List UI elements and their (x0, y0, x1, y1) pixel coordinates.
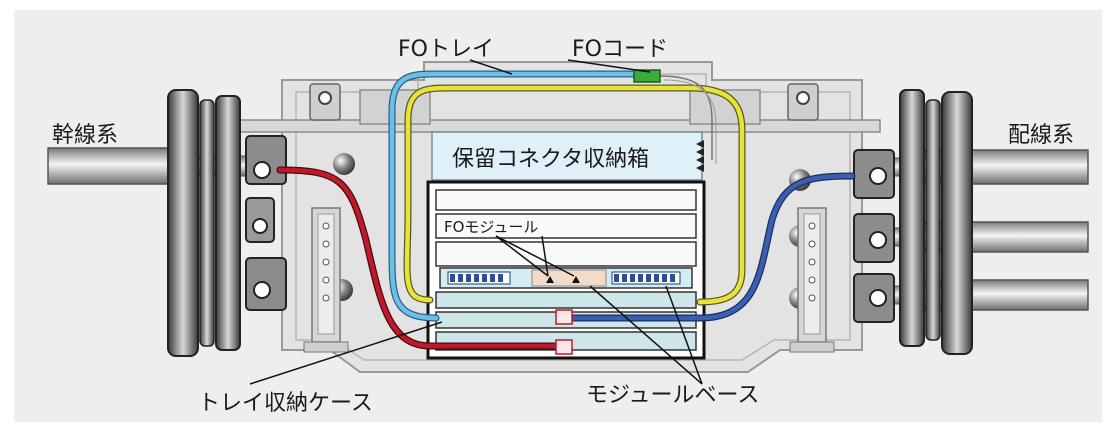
distribution-cable-blue-fill (567, 173, 855, 321)
trunk-label: 幹線系 (52, 123, 118, 148)
reserved-connector-arrows (696, 140, 704, 172)
leader-lines (249, 59, 703, 385)
fo-tray-label: FOトレイ (398, 37, 494, 62)
fo-cord-loop-fill (404, 85, 745, 305)
splice-sleeve-lower (555, 339, 573, 355)
fo-module-label: FOモジュール (444, 218, 538, 236)
fo-cord-label: FOコード (572, 37, 668, 62)
distribution-label: 配線系 (1008, 123, 1074, 148)
reserved-connector-box (431, 131, 703, 181)
module-base-label: モジュールベース (586, 383, 759, 408)
fo-tray-loop-fill (389, 71, 639, 321)
module-base (439, 267, 693, 289)
reserved-connector-label: 保留コネクタ収納箱 (452, 147, 649, 172)
fo-cord-connector (633, 69, 661, 83)
tray-case-label: トレイ収納ケース (198, 391, 373, 416)
fiber-bundle (659, 75, 713, 160)
left-clamps (245, 135, 355, 353)
left-end-cap (167, 89, 241, 357)
splice-sleeve-upper (555, 309, 573, 325)
trunk-cable-red-fill (277, 167, 563, 349)
right-end-cap (899, 89, 973, 355)
